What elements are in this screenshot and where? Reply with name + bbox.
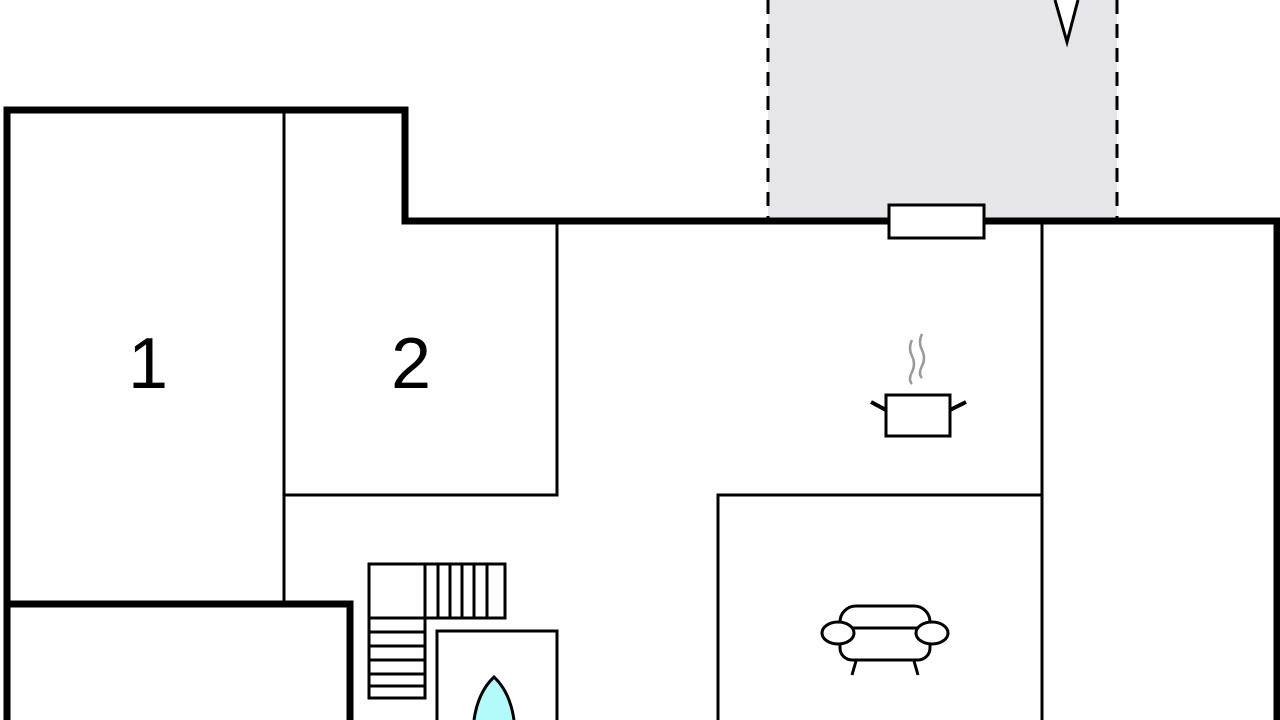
- room-label-2: 2: [391, 324, 432, 404]
- staircase: [367, 562, 507, 700]
- triangle-marker-icon: [1053, 0, 1080, 48]
- interior-walls: [282, 112, 1044, 720]
- window: [887, 203, 986, 240]
- terrace-area: [766, 0, 1119, 218]
- room-label-1: 1: [128, 324, 169, 404]
- armchair-icon: [820, 604, 950, 676]
- exterior-walls: [3, 106, 1280, 720]
- bathroom-drop-icon: [472, 674, 516, 720]
- kitchen-pot-icon: [870, 333, 967, 438]
